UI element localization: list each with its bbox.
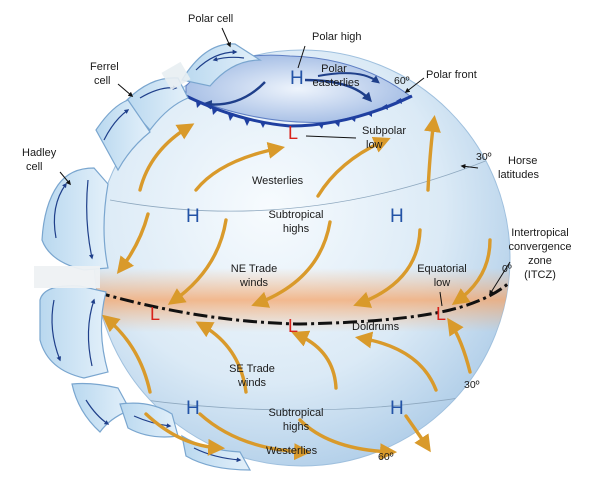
label-subtropical-south-1: Subtropical bbox=[268, 407, 323, 419]
label-subtropical-south-2: highs bbox=[283, 421, 310, 433]
label-itcz-4: (ITCZ) bbox=[524, 269, 556, 281]
subpolar-low-symbol: L bbox=[288, 123, 298, 143]
polar-front-line bbox=[185, 94, 413, 129]
se-trade-arrow-4 bbox=[354, 331, 438, 392]
label-subpolar-2: low bbox=[366, 139, 383, 151]
westerly-south-arrow-4 bbox=[404, 414, 431, 453]
ne-trade-arrow-3 bbox=[251, 220, 332, 308]
ne-trade-arrow-5 bbox=[451, 238, 492, 305]
westerly-south-arrow-3 bbox=[298, 418, 398, 461]
label-ferrel-cell: cell bbox=[94, 75, 111, 87]
polar-easterlies-arrow-2 bbox=[304, 78, 372, 103]
polar-easterlies-arrow-1 bbox=[202, 81, 266, 110]
equatorial-low-1: L bbox=[150, 304, 160, 324]
label-zero-deg: 0º bbox=[502, 263, 512, 275]
westerly-arrow-3 bbox=[316, 136, 391, 198]
leader-lines bbox=[59, 27, 511, 307]
subtropical-high-north-1: H bbox=[186, 206, 200, 227]
westerly-arrow-1 bbox=[138, 123, 195, 192]
itcz-leader bbox=[489, 261, 511, 296]
label-30s: 30º bbox=[464, 379, 480, 391]
polar-front-leader bbox=[404, 77, 425, 93]
itcz-line bbox=[95, 280, 512, 326]
ne-trade-arrow-4 bbox=[353, 228, 422, 308]
label-subtropical-north-2: highs bbox=[283, 223, 310, 235]
label-itcz-1: Intertropical bbox=[511, 227, 568, 239]
subpolar-leader bbox=[305, 135, 357, 139]
equatorial-leader bbox=[439, 291, 443, 307]
label-se-trade-1: SE Trade bbox=[229, 363, 275, 375]
subtropical-high-south-1: H bbox=[186, 398, 200, 419]
label-60n: 60º bbox=[394, 75, 410, 87]
polar-cell bbox=[181, 43, 263, 87]
se-trade-arrow-5 bbox=[447, 317, 472, 374]
label-polar-high: Polar high bbox=[312, 31, 362, 43]
label-polar-front: Polar front bbox=[426, 69, 477, 81]
ne-trade-arrow-1 bbox=[116, 212, 150, 275]
westerly-arrow-2 bbox=[194, 142, 286, 192]
label-subpolar-1: Subpolar bbox=[362, 125, 406, 137]
label-itcz-2: convergence bbox=[509, 241, 572, 253]
subtropical-high-north-2: H bbox=[390, 206, 404, 227]
latitude-30n-line bbox=[109, 159, 489, 212]
hadley-cell-south bbox=[39, 285, 109, 379]
label-ne-trade-1: NE Trade bbox=[231, 263, 277, 275]
polar-cell-leader bbox=[221, 27, 231, 48]
surface-wind-arrows bbox=[102, 114, 492, 461]
label-ne-trade-2: winds bbox=[239, 277, 269, 289]
label-equatorial-2: low bbox=[434, 277, 451, 289]
horse-latitudes-leader bbox=[460, 163, 479, 169]
westerly-arrow-4 bbox=[424, 114, 441, 192]
label-polar-easterlies-1: Polar bbox=[321, 63, 347, 75]
label-itcz-3: zone bbox=[528, 255, 552, 267]
equatorial-low-2: L bbox=[288, 316, 298, 336]
label-polar-cell: Polar cell bbox=[188, 13, 233, 25]
se-trade-arrow-1 bbox=[102, 314, 152, 394]
pressure-symbols: H L H H L L L H H bbox=[150, 68, 446, 419]
label-hadley-cell: cell bbox=[26, 161, 43, 173]
subtropical-high-south-2: H bbox=[390, 398, 404, 419]
hadley-cell-north bbox=[41, 167, 109, 271]
label-polar-easterlies-2: easterlies bbox=[312, 77, 360, 89]
se-trade-arrow-2 bbox=[195, 321, 248, 394]
rising-air-marker-equator bbox=[34, 266, 100, 288]
sinking-air-marker-60n bbox=[161, 61, 191, 91]
text-labels: Polar cell Polar high Ferrel cell Hadley… bbox=[22, 13, 572, 463]
polar-high-leader bbox=[297, 45, 306, 69]
ferrel-leader bbox=[117, 83, 134, 97]
latitude-30s-line bbox=[109, 394, 479, 411]
westerly-south-arrow-2 bbox=[198, 412, 312, 461]
label-horse-2: latitudes bbox=[498, 169, 539, 181]
label-hadley: Hadley bbox=[22, 147, 57, 159]
label-horse-1: Horse bbox=[508, 155, 537, 167]
westerly-south-arrow-1 bbox=[144, 412, 226, 456]
polar-high-symbol: H bbox=[290, 68, 304, 89]
label-se-trade-2: winds bbox=[237, 377, 267, 389]
ferrel-cell bbox=[95, 77, 189, 172]
label-subtropical-north-1: Subtropical bbox=[268, 209, 323, 221]
label-westerlies-south: Westerlies bbox=[266, 445, 318, 457]
hadley-leader bbox=[59, 171, 71, 186]
se-trade-arrow-3 bbox=[291, 330, 338, 390]
label-30n: 30º bbox=[476, 151, 492, 163]
label-equatorial-1: Equatorial bbox=[417, 263, 467, 275]
label-60s: 60º bbox=[378, 451, 394, 463]
label-doldrums: Doldrums bbox=[352, 321, 400, 333]
polar-easterlies-arrow-3 bbox=[317, 72, 380, 84]
equatorial-low-3: L bbox=[436, 304, 446, 324]
label-westerlies-north: Westerlies bbox=[252, 175, 304, 187]
ne-trade-arrow-2 bbox=[167, 218, 228, 305]
label-ferrel: Ferrel bbox=[90, 61, 119, 73]
